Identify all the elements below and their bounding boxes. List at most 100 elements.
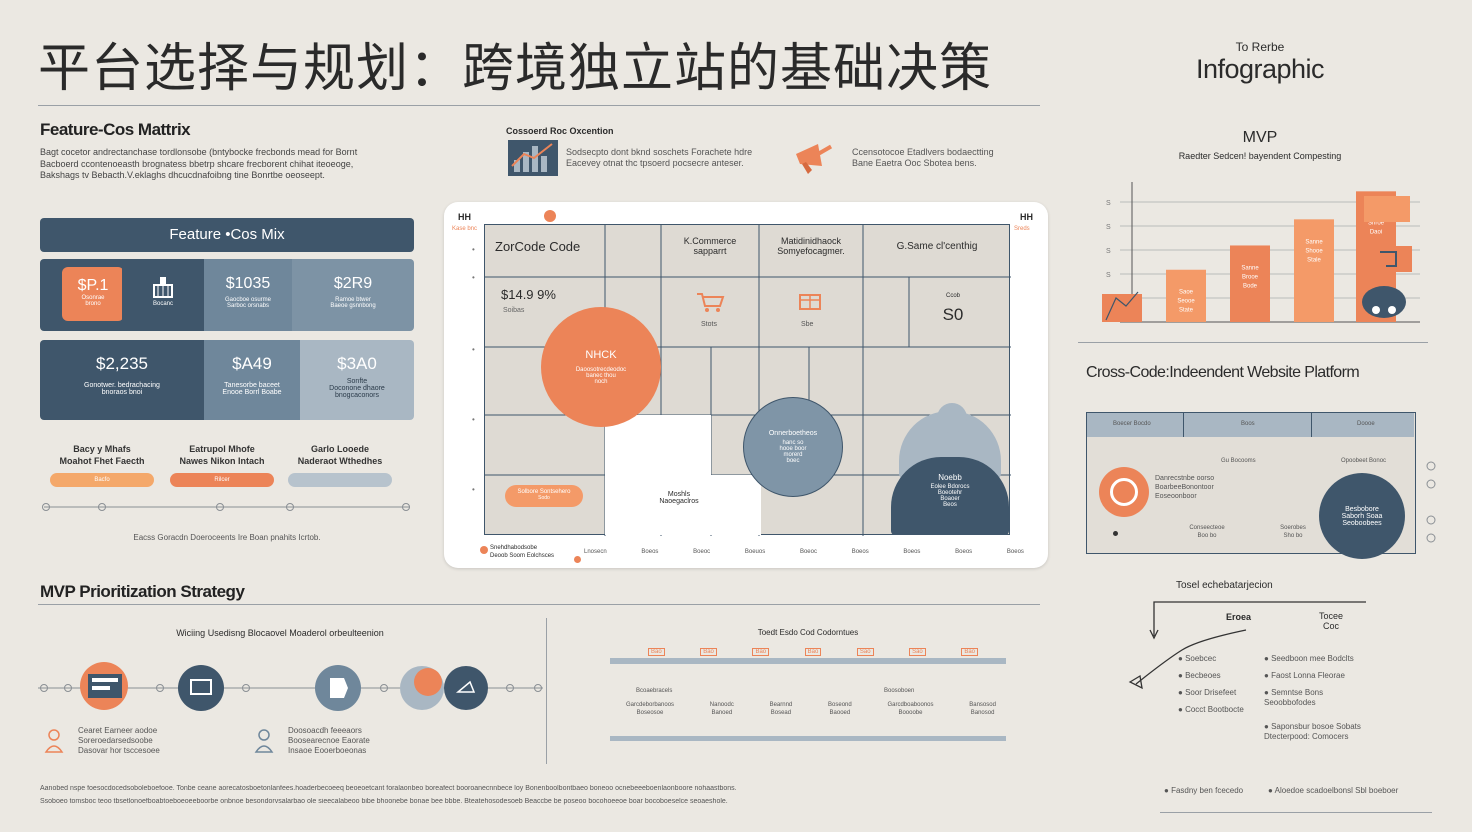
price-value: $A49	[232, 354, 272, 373]
legend-label: Garlo Looede Naderaot Wthedhes	[297, 444, 383, 466]
bar-label: Seooe	[1177, 299, 1195, 305]
legend-axis	[42, 503, 410, 511]
legend-item: Eatrupol Mhofe Nawes Nikon Intach Rilcer	[170, 444, 274, 488]
trend-line	[1105, 291, 1139, 321]
robot-icon	[1362, 286, 1406, 318]
y-tick-label: S	[1106, 248, 1111, 255]
comparison-grid: ZorCode Code K.Commerce sapparrt Matidin…	[484, 224, 1011, 536]
price-sub: Gonotwer. bedrachacing bnoraos bnoi	[84, 382, 160, 396]
flow-bullet-label: Cocct Bootbocte	[1185, 705, 1244, 714]
flow-bullet: ● Seedboon mee Bodclts	[1264, 654, 1354, 663]
footer-line: Aanobed nspe foesocdocedsoboleboefooe. T…	[40, 785, 737, 792]
bullet-dot-icon	[1113, 531, 1118, 536]
mid-note: Moshls Naoegaclros	[659, 491, 699, 505]
bar-label: Shooe	[1305, 248, 1323, 254]
pill-label: Solbore Sontsehero	[517, 489, 571, 495]
flow-bullet: ● Soor Drisefeet	[1178, 688, 1237, 697]
bar-label: Shroe	[1368, 220, 1385, 226]
grid-header: Matidinidhaock Somyefocagmer.	[777, 236, 845, 256]
navy-sub: Eolee Bdorocs Boeotehr Boaoer Beos	[930, 484, 970, 508]
flow-bullet: ● Faost Lonna Fleorae	[1264, 671, 1345, 680]
price-sub: Sonfte Doconone dhaore bnogcaconors	[329, 378, 385, 399]
corner-label: HH	[458, 212, 471, 222]
y-tick-label: S	[1106, 224, 1111, 231]
flow-bullet: ● Soebcec	[1178, 654, 1217, 663]
matrix-desc: Bagt cocetor andrectanchase tordlonsobe …	[40, 147, 420, 182]
page-title: 平台选择与规划：跨境独立站的基础决策	[38, 39, 993, 99]
legend-pill: Bacfo	[50, 473, 154, 488]
timeline-col: Sao	[909, 648, 926, 656]
flow-box: Eroea	[1226, 612, 1252, 622]
circle-title: NHCK	[585, 349, 617, 361]
flow-box: Tocee Coc	[1318, 611, 1344, 631]
timeline-cell: Bearnnd Bosead	[769, 702, 793, 716]
flow-bullet-label: Saponsbur bosoe Sobats Dtecterpood: Como…	[1264, 722, 1361, 741]
matrix-bar-title: Feature •Cos Mix	[40, 218, 414, 252]
price-value: $2,235	[96, 354, 148, 373]
price-value: $1035	[225, 275, 271, 292]
y-axis-tick: •	[472, 273, 475, 282]
bar-label: Sanne	[1241, 265, 1259, 271]
circle-title: Onnerboetheos	[768, 430, 818, 437]
circle-orange: NHCK Daoosotrecdeodoc banec thou noch	[541, 307, 661, 427]
price-chip: $P.1 Osonrae brono	[62, 267, 124, 321]
circle-sub: Daoosotrecdeodoc banec thou noch	[575, 367, 627, 385]
bar-label: State	[1179, 308, 1194, 314]
navy-panel: Noebb Eolee Bdorocs Boeotehr Boaoer Beos	[891, 457, 1009, 535]
ring-inner	[1110, 478, 1138, 506]
matrix-cell: Bocanc	[122, 259, 204, 331]
price-sub: Gaocboe osurme Sarboc orsnabs	[224, 297, 272, 309]
bar	[1102, 294, 1142, 322]
x-tick: Boeos	[641, 549, 659, 555]
price-value: $2R9	[333, 275, 373, 292]
matrix-cell: $3A0 Sonfte Doconone dhaore bnogcaconors	[300, 340, 414, 420]
box-icon	[797, 289, 823, 313]
vertical-divider	[546, 618, 547, 764]
matrix-title: Feature-Cos Mattrix	[40, 120, 191, 139]
timeline-col: Bao	[648, 648, 665, 656]
megaphone-icon	[792, 140, 838, 176]
strategy-title: MVP Prioritization Strategy	[40, 582, 245, 601]
y-axis-tick: •	[472, 245, 475, 254]
navy-title: Noebb	[938, 473, 962, 482]
corner-label: HH	[1020, 212, 1033, 222]
matrix-cell: $2,235 Gonotwer. bedrachacing bnoraos bn…	[40, 340, 204, 420]
chart-legend-label: Snehdhabodsobe Deoob Soom Eolchsces	[490, 545, 555, 559]
ring-icon	[1099, 467, 1149, 517]
legend-item: Garlo Looede Naderaot Wthedhes	[288, 444, 392, 488]
robot-eye	[1388, 306, 1396, 314]
bar-label: Brooe	[1242, 274, 1259, 280]
strategy-note-left: Cearet Earneer aodoe Soreroedarsedsoobe …	[78, 726, 160, 755]
timeline-col: Bao	[804, 648, 822, 656]
mvp-bar-chart: SSSSSSaoeSeooeStateSanneBrooeBodeSanneSh…	[1102, 182, 1420, 323]
pill-orange: Solbore Sontsehero Sodo	[505, 485, 583, 507]
flow-bullet: ● Semntse Bons Seoobbofodes	[1264, 688, 1324, 707]
price-value: $3A0	[337, 354, 377, 373]
person-icon	[44, 728, 64, 756]
flow-bullet: ● Becbeoes	[1178, 671, 1221, 680]
legend-label: Bacy y Mhafs Moahot Fhet Faecth	[59, 444, 145, 466]
y-tick-label: S	[1106, 200, 1111, 207]
mvp-chart-title: MVP	[1242, 129, 1278, 146]
bar-label: Sanne	[1305, 239, 1323, 245]
bar-label: Saoe	[1179, 290, 1194, 296]
box-sub: Sbe	[801, 321, 814, 328]
person-icon	[254, 728, 274, 756]
timeline-col: Bao	[700, 648, 717, 656]
strategy-divider	[38, 604, 1040, 605]
x-tick: Boeoc	[693, 549, 711, 555]
matrix-cell: $1035 Gaocboe osurme Sarboc orsnabs	[204, 259, 292, 331]
flow-bullet-label: Faost Lonna Fleorae	[1271, 671, 1345, 680]
timeline-cell: Nanoodc Banoed	[709, 702, 734, 716]
right-divider	[1078, 342, 1428, 343]
timeline-cell: Boseond Baooed	[828, 702, 852, 716]
corner-sub: Sreds	[1014, 226, 1030, 232]
legend-pill	[288, 473, 392, 488]
matrix-cell: $2R9 Ramoe btwer Baeoe gsnnbong	[292, 259, 414, 331]
flow-bullet-label: Becbeoes	[1185, 671, 1221, 680]
timeline-cells: Garcdeborbanoos Boseosoe Nanoodc Banoed …	[626, 702, 996, 717]
legend-pill: Rilcer	[170, 473, 274, 488]
bar-label: Bode	[1243, 283, 1258, 289]
table-header: Boos	[1241, 421, 1255, 427]
left-bottom: Conseecteoe Boo bo	[1189, 525, 1225, 539]
